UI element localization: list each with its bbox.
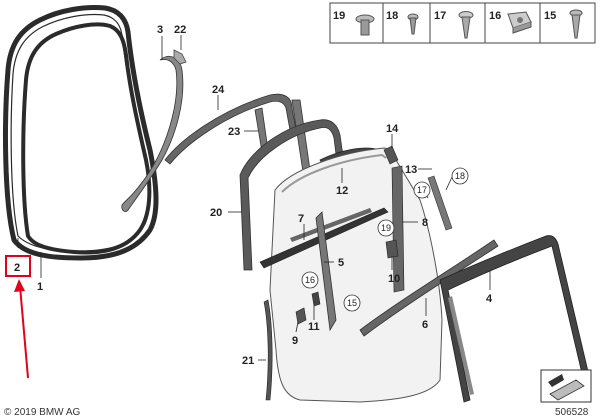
orientation-icon xyxy=(540,369,592,403)
handle-bracket-11 xyxy=(311,291,321,307)
highlighted-callout: 2 xyxy=(5,255,31,379)
callout-20: 20 xyxy=(210,207,222,219)
callout-14: 14 xyxy=(386,123,399,135)
circled-callout-19: 19 xyxy=(381,223,391,233)
callout-23: 23 xyxy=(228,126,240,138)
callout-6: 6 xyxy=(422,319,428,331)
callout-9: 9 xyxy=(292,335,298,347)
sill-strip-6 xyxy=(359,239,499,337)
callout-2: 2 xyxy=(14,262,20,274)
clip-22 xyxy=(173,49,187,65)
pillar-trim-5 xyxy=(315,211,337,332)
circle-19 xyxy=(377,219,395,237)
circled-callout-16: 16 xyxy=(305,275,315,285)
copyright-text: © 2019 BMW AG xyxy=(4,407,81,418)
callout-8: 8 xyxy=(422,217,428,229)
callout-3: 3 xyxy=(157,24,163,36)
circled-callouts: 18 17 19 16 15 xyxy=(301,167,469,312)
callout-4: 4 xyxy=(486,293,493,305)
callout-10: 10 xyxy=(388,273,400,285)
highlight-arrow-shaft xyxy=(19,285,29,379)
callout-7: 7 xyxy=(298,213,304,225)
circle-16 xyxy=(301,271,319,289)
callout-labels: 1 3 22 24 23 20 7 5 12 14 13 8 10 6 4 9 … xyxy=(37,24,493,367)
callout-21: 21 xyxy=(242,355,254,367)
b-pillar-trim-strip xyxy=(121,56,184,213)
door-seal-inner xyxy=(21,22,152,255)
legend-number-15: 15 xyxy=(544,10,556,22)
circle-17 xyxy=(413,181,431,199)
drawing-number: 506528 xyxy=(555,407,589,418)
circle-15 xyxy=(343,294,361,312)
self-tapping-screw-icon xyxy=(458,11,474,39)
callout-5: 5 xyxy=(338,257,344,269)
fastener-legend: 19 18 17 16 15 xyxy=(329,2,596,44)
handle-base-9 xyxy=(295,307,307,325)
callout-1: 1 xyxy=(37,281,43,293)
highlight-arrow-head xyxy=(14,279,25,292)
circled-callout-15: 15 xyxy=(347,298,357,308)
callout-11: 11 xyxy=(308,321,320,333)
callout-13: 13 xyxy=(405,164,417,176)
bracket-10 xyxy=(385,239,399,259)
circle-18 xyxy=(451,167,469,185)
window-surround-4 xyxy=(439,235,591,403)
circled-callout-17: 17 xyxy=(417,185,427,195)
strip-13 xyxy=(427,175,453,231)
door-seal-outer xyxy=(3,5,159,261)
callout-22: 22 xyxy=(174,24,186,36)
legend-number-19: 19 xyxy=(333,10,345,22)
legend-number-16: 16 xyxy=(489,10,501,22)
torx-screw-icon xyxy=(569,9,583,39)
legend-number-17: 17 xyxy=(434,10,446,22)
seal-strip-14 xyxy=(383,145,399,165)
callout-12: 12 xyxy=(336,185,348,197)
clip-nut-icon xyxy=(507,11,532,34)
circled-callout-18: 18 xyxy=(455,171,465,181)
legend-number-18: 18 xyxy=(386,10,398,22)
highlight-box xyxy=(5,255,31,277)
lower-strip-21 xyxy=(263,299,273,401)
round-head-bolt-icon xyxy=(355,14,375,36)
callout-24: 24 xyxy=(212,84,225,96)
screw-icon xyxy=(407,13,419,35)
